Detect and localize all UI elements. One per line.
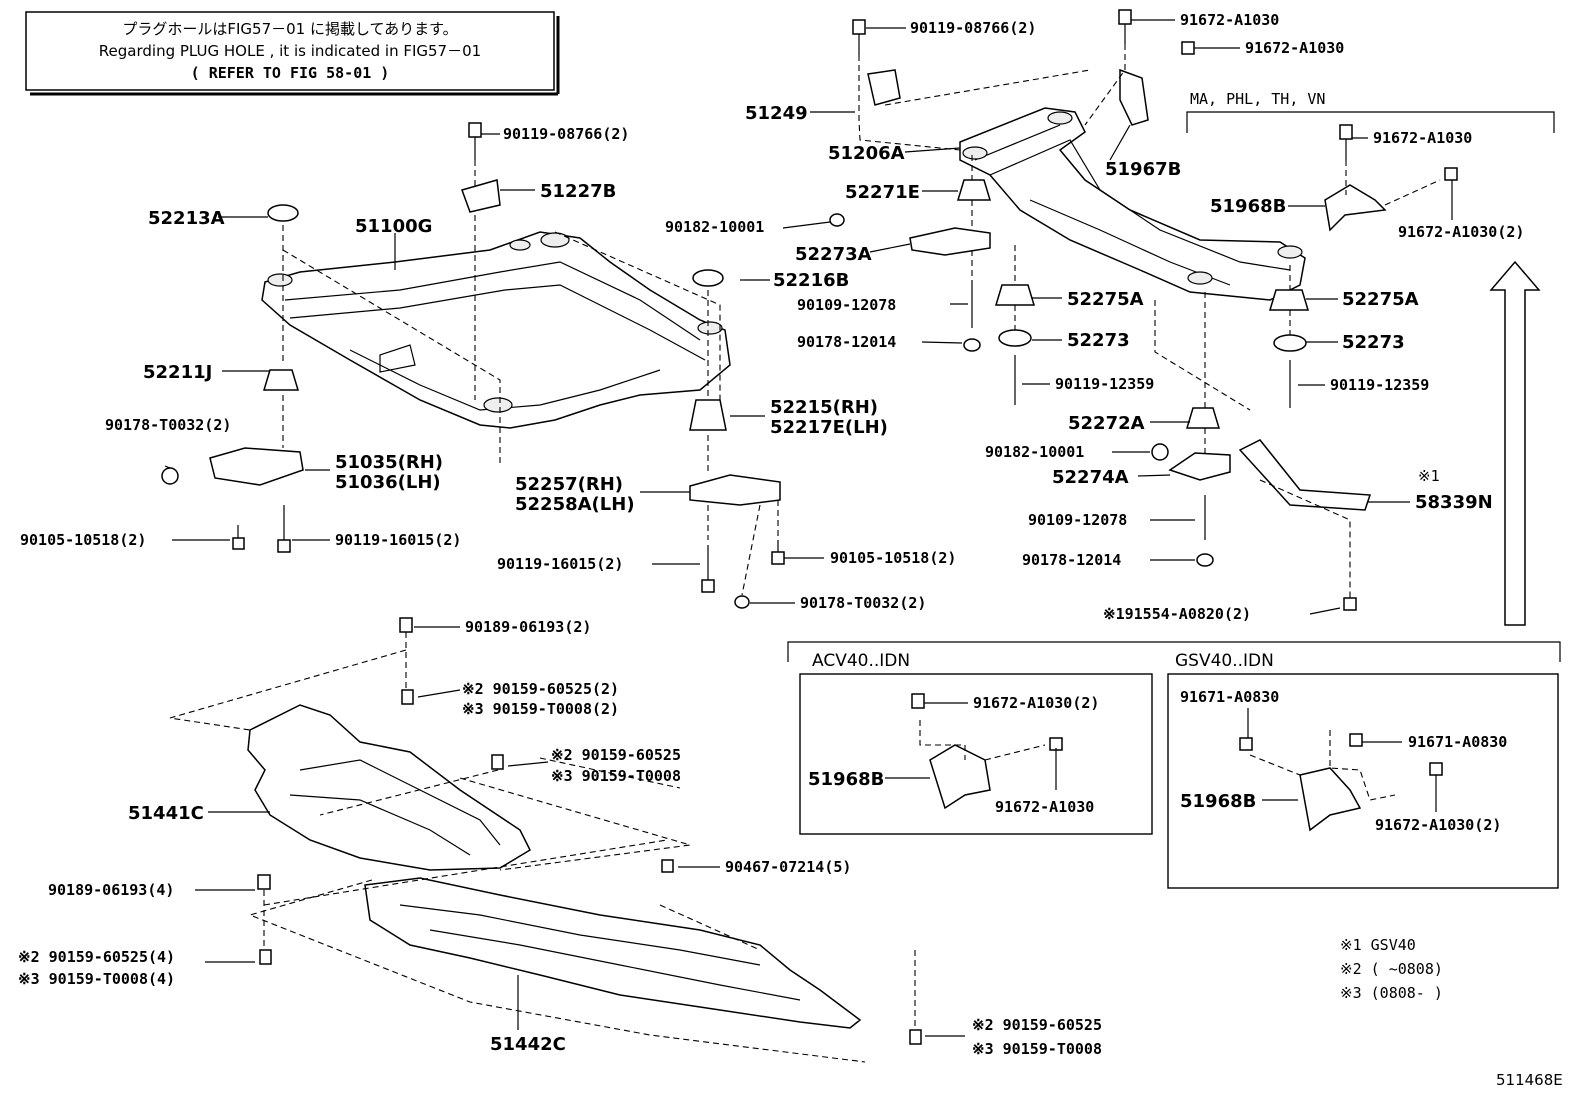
label: 91672-A1030 [995,798,1094,816]
label: ※3 90159-T0008(2) [462,700,619,718]
label: 58339N [1415,492,1493,513]
notice-box: プラグホールはFIG57－01 に掲載してあります。 Regarding PLU… [25,11,560,96]
label: 91672-A1030 [1245,39,1344,57]
leader-lines [164,19,1453,1037]
label: 90119-16015(2) [497,555,623,573]
label: 90119-16015(2) [335,531,461,549]
label: ※3 90159-T0008(4) [18,970,175,988]
notice-jp: プラグホールはFIG57－01 に掲載してあります。 [122,20,457,38]
label: 90178-T0032(2) [105,416,231,434]
label: ※3 90159-T0008 [972,1040,1102,1058]
label: 91672-A1030(2) [1398,223,1524,241]
ma-bracket: MA, PHL, TH, VN [1186,90,1555,133]
label: 52257(RH) [515,474,623,495]
subframe-51206a [959,107,1306,301]
label: 52213A [148,208,225,229]
label: ※2 90159-60525 [972,1016,1102,1034]
label: 52273 [1342,332,1405,353]
up-arrow [1489,260,1541,626]
label: 52211J [143,362,212,383]
label: 52258A(LH) [515,494,635,515]
region-ma: MA, PHL, TH, VN [1190,90,1325,108]
notice-ref: ( REFER TO FIG 58-01 ) [191,64,390,82]
label: 90189-06193(4) [48,881,174,899]
label: 90109-12078 [1028,511,1127,529]
label: ※3 90159-T0008 [551,767,681,785]
label: 90105-10518(2) [20,531,146,549]
label: 90178-12014 [1022,551,1121,569]
label: 51035(RH) [335,452,443,473]
label: 90119-08766(2) [910,19,1036,37]
label: 52272A [1068,413,1145,434]
label: 91672-A1030(2) [1375,816,1501,834]
engine-cover-51442c [364,877,862,1029]
region-acv: ACV40..IDN [812,651,910,671]
label: 52273 [1067,330,1130,351]
label: 91671-A0830 [1180,688,1279,706]
label: 90182-10001 [665,218,764,236]
label: 90178-T0032(2) [800,594,926,612]
small-parts [161,9,1458,1045]
label: 51100G [355,216,432,237]
label: 90182-10001 [985,443,1084,461]
label: 51968B [808,769,884,790]
label: 90119-12359 [1330,376,1429,394]
label: 90105-10518(2) [830,549,956,567]
label: 91672-A1030 [1180,11,1279,29]
label: 90119-12359 [1055,375,1154,393]
label: 90467-07214(5) [725,858,851,876]
label: 90109-12078 [797,296,896,314]
engine-cover-51441c [247,704,531,871]
label: 51442C [490,1034,566,1055]
region-gsv: GSV40..IDN [1175,651,1274,671]
label: 51036(LH) [335,472,441,493]
idn-bracket: ACV40..IDN GSV40..IDN [787,641,1561,889]
label: 52216B [773,270,849,291]
label: 51968B [1210,196,1286,217]
dashed-guides [169,44,1441,1063]
label: ※1 [1418,467,1440,485]
label: 52271E [845,182,920,203]
subframe-51100g [261,231,731,429]
label: 90189-06193(2) [465,618,591,636]
label: 51206A [828,143,905,164]
label: 52275A [1067,289,1144,310]
label: 51967B [1105,159,1181,180]
label: 52274A [1052,467,1129,488]
footnote-3: ※3 (0808- ) [1340,984,1443,1002]
label: ※2 90159-60525 [551,746,681,764]
label: 90178-12014 [797,333,896,351]
label: ※2 90159-60525(4) [18,948,175,966]
footnote-2: ※2 ( ~0808) [1340,960,1443,978]
label: 91672-A1030(2) [973,694,1099,712]
label: 90119-08766(2) [503,125,629,143]
label: ※2 90159-60525(2) [462,680,619,698]
label: 51441C [128,803,204,824]
label: 51968B [1180,791,1256,812]
label: 52217E(LH) [770,417,888,438]
footnote-1: ※1 GSV40 [1340,936,1416,954]
label: ※191554-A0820(2) [1103,605,1251,623]
label: 52215(RH) [770,397,878,418]
label: 91671-A0830 [1408,733,1507,751]
figure-id: 511468E [1496,1071,1563,1089]
label: 91672-A1030 [1373,129,1472,147]
part-labels: 90119-08766(2) 51249 91672-A1030 91672-A… [18,11,1524,1058]
footnotes: ※1 GSV40 ※2 ( ~0808) ※3 (0808- ) 511468E [1340,936,1563,1089]
notice-en: Regarding PLUG HOLE , it is indicated in… [99,42,481,60]
label: 51227B [540,181,616,202]
label: 52273A [795,244,872,265]
label: 51249 [745,103,808,124]
label: 52275A [1342,289,1419,310]
